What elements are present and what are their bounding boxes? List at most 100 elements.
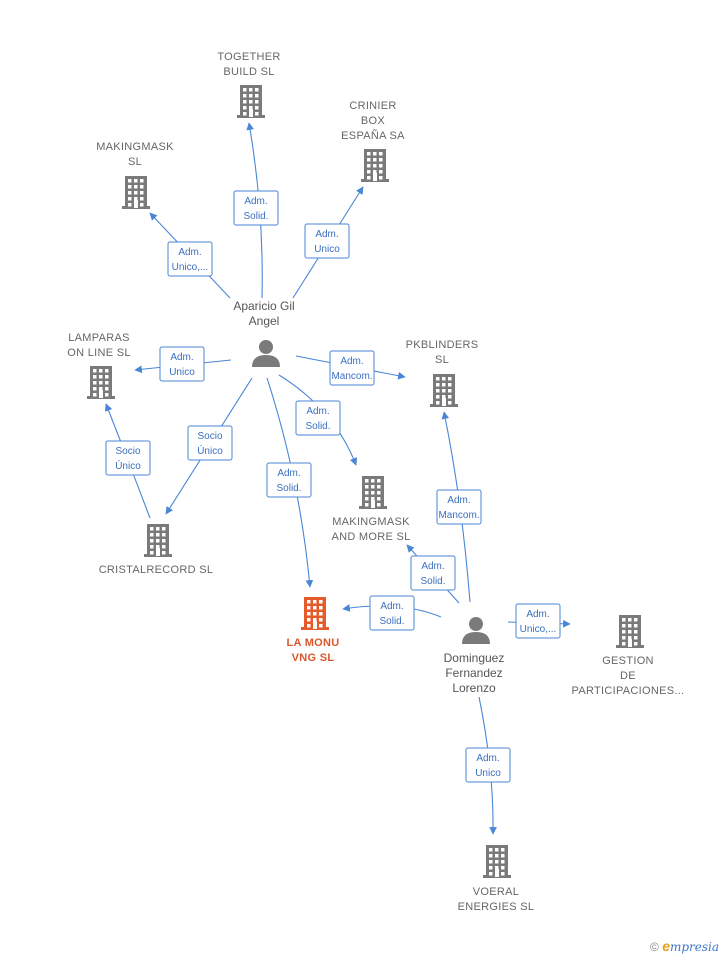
edge-dominguez-to-makingmask_more: Adm.Solid. xyxy=(406,544,460,604)
edge-role-label[interactable]: Adm. Unico xyxy=(159,346,205,382)
building-icon xyxy=(616,615,644,648)
edge-role-text: Adm. xyxy=(315,229,338,240)
edge-role-text: Único xyxy=(115,459,141,472)
company-name-line: MAKINGMASK xyxy=(96,141,174,153)
person-icon xyxy=(252,340,280,367)
edge-role-text: Unico xyxy=(314,244,340,255)
building-icon xyxy=(359,476,387,509)
edge-role-label[interactable]: Adm.Solid. xyxy=(233,190,279,226)
company-name-line: PARTICIPACIONES... xyxy=(572,685,685,697)
person-name-line: Angel xyxy=(249,314,280,328)
company-name-line: CRISTALRECORD SL xyxy=(99,564,214,576)
brand-logo-text: mpresia xyxy=(669,940,720,954)
edge-role-text: Mancom. xyxy=(331,371,372,382)
edge-role-text: Socio xyxy=(115,446,140,457)
edge-role-text: Adm. xyxy=(447,495,470,506)
edge-role-text: Solid. xyxy=(379,616,404,627)
company-name-line: DE xyxy=(620,670,636,682)
person-name-line: Lorenzo xyxy=(452,681,496,695)
company-name-line: SL xyxy=(128,156,142,168)
company-node-lamparas[interactable]: LAMPARAS ON LINE SL xyxy=(67,332,131,399)
company-name-line: MAKINGMASK xyxy=(332,516,410,528)
edge-role-text: Solid. xyxy=(243,211,268,222)
company-name: CRISTALRECORD SL xyxy=(99,564,214,576)
building-icon xyxy=(237,85,265,118)
edge-aparicio-to-pkblinders: Adm.Mancom. xyxy=(295,350,406,386)
edge-role-label[interactable]: Adm. Unico xyxy=(304,223,350,259)
edge-role-text: Unico xyxy=(169,367,195,378)
edge-aparicio-to-crinier: Adm. Unico xyxy=(292,186,364,299)
edge-dominguez-to-voeral: Adm.Unico xyxy=(465,696,511,835)
edge-role-label[interactable]: Adm.Solid. xyxy=(295,400,341,436)
edge-role-text: Unico,... xyxy=(172,262,209,273)
company-name-line: PKBLINDERS xyxy=(406,339,479,351)
edge-role-text: Adm. xyxy=(526,609,549,620)
company-name-line: TOGETHER xyxy=(217,51,280,63)
edge-role-text: Unico,... xyxy=(520,624,557,635)
company-name: LA MONU VNG SL xyxy=(286,637,339,664)
brand-watermark: © empresia xyxy=(650,938,719,954)
company-name-line: ESPAÑA SA xyxy=(341,129,405,142)
company-node-makingmask[interactable]: MAKINGMASK SL xyxy=(96,141,174,209)
edge-aparicio-to-together: Adm.Solid. xyxy=(233,122,279,299)
company-name-line: GESTION xyxy=(602,655,654,667)
edge-role-text: Adm. xyxy=(178,247,201,258)
edge-role-text: Mancom. xyxy=(438,510,479,521)
edge-role-text: Adm. xyxy=(421,561,444,572)
edge-aparicio-to-makingmask_more: Adm.Solid. xyxy=(278,374,358,466)
edge-role-label[interactable]: Adm.Unico xyxy=(465,747,511,783)
edge-role-label[interactable]: Adm.Mancom. xyxy=(329,350,375,386)
company-name-line: LA MONU xyxy=(286,637,339,649)
company-name-line: ENERGIES SL xyxy=(458,901,535,913)
edge-role-text: Adm. xyxy=(380,601,403,612)
edge-role-label[interactable]: Adm. Unico,... xyxy=(515,603,561,639)
edge-dominguez-to-gestion: Adm. Unico,... xyxy=(507,603,571,639)
edge-aparicio-to-lamparas: Adm. Unico xyxy=(134,346,232,382)
edge-role-text: Unico xyxy=(475,768,501,779)
person-icon xyxy=(462,617,490,644)
edge-role-label[interactable]: Adm. Solid. xyxy=(369,595,415,631)
edge-role-text: Adm. xyxy=(306,406,329,417)
person-name-line: Aparicio Gil xyxy=(233,299,294,313)
person-name-line: Dominguez xyxy=(444,651,505,665)
building-icon xyxy=(361,149,389,182)
edge-role-label[interactable]: Adm.Solid. xyxy=(410,555,456,591)
company-name: LAMPARAS ON LINE SL xyxy=(67,332,131,359)
edge-role-text: Adm. xyxy=(170,352,193,363)
building-icon xyxy=(301,597,329,630)
company-node-lamonu[interactable]: LA MONU VNG SL xyxy=(286,597,339,664)
edge-role-label[interactable]: Adm.Solid. xyxy=(266,462,312,498)
company-name-line: LAMPARAS xyxy=(68,332,130,344)
company-name-line: ON LINE SL xyxy=(67,347,131,359)
company-name-line: VNG SL xyxy=(292,652,335,664)
company-name: GESTION DE PARTICIPACIONES... xyxy=(572,655,685,697)
edge-role-text: Socio xyxy=(197,431,222,442)
edge-role-label[interactable]: Adm. Mancom. xyxy=(436,489,482,525)
person-name-line: Fernandez xyxy=(445,666,502,680)
edge-role-label[interactable]: Adm. Unico,... xyxy=(167,241,213,277)
edge-dominguez-to-pkblinders: Adm. Mancom. xyxy=(436,411,482,603)
company-node-cristalrecord[interactable]: CRISTALRECORD SL xyxy=(99,524,214,576)
building-icon xyxy=(122,176,150,209)
company-node-gestion[interactable]: GESTION DE PARTICIPACIONES... xyxy=(572,615,685,697)
